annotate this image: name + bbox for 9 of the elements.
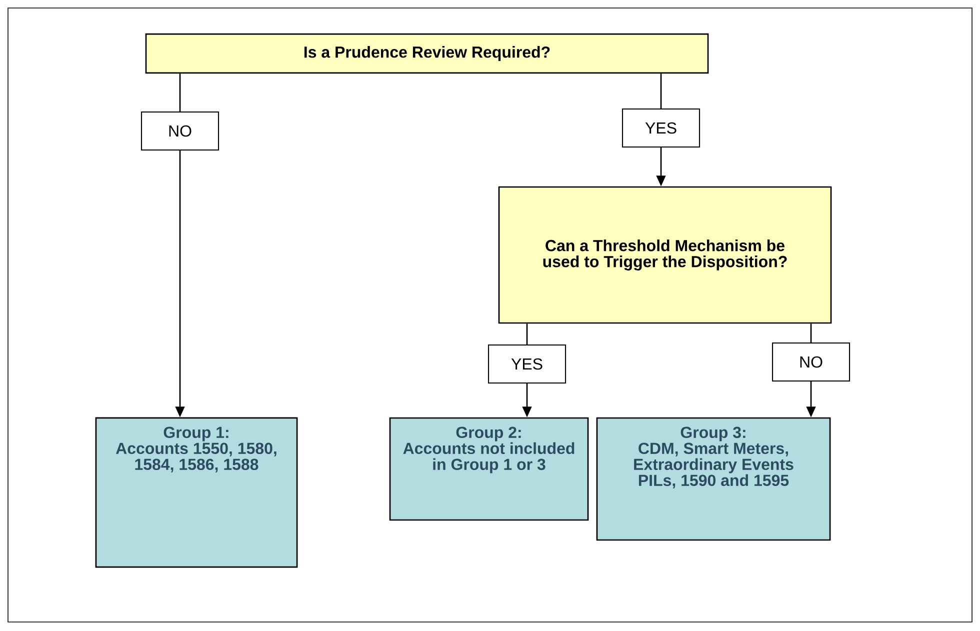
decision-box: Can a Threshold Mechanism be used to Trigger the Disposition?: [498, 186, 832, 324]
decision-box: Is a Prudence Review Required?: [145, 33, 709, 74]
edge-label: NO: [140, 111, 220, 151]
group-box: Group 1: Accounts 1550, 1580, 1584, 1586, 1588: [95, 417, 298, 568]
edge-label: YES: [622, 108, 700, 148]
edge-label: YES: [488, 344, 566, 384]
group-box: Group 3: CDM, Smart Meters, Extraordinary Events PILs, 1590 and 1595: [596, 417, 831, 541]
group-box: Group 2: Accounts not included in Group 1 or 3: [389, 417, 589, 521]
edge-label: NO: [772, 342, 850, 382]
